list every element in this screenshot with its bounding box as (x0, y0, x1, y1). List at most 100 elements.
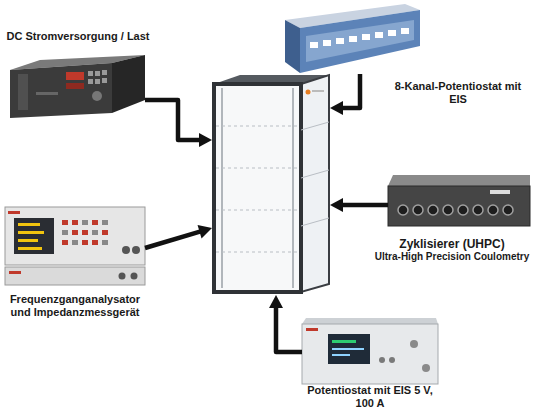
eight-channel-potentiostat-illustration-part (401, 28, 409, 34)
cycler-illustration-part (443, 205, 453, 215)
cycler-illustration-part (473, 205, 483, 215)
rack-cabinet (212, 73, 330, 295)
dc-supply-illustration-part (88, 71, 93, 76)
dc-supply-illustration-part (92, 91, 102, 101)
frequency-analyser-illustration-part (72, 240, 78, 245)
frequency-analyser-illustration-part (82, 230, 88, 235)
rack-cabinet-illustration-part (216, 168, 299, 169)
eight-channel-potentiostat-illustration-part (300, 10, 420, 73)
eight-channel-potentiostat-illustration-part (310, 42, 318, 48)
frequency-analyser-illustration-part (92, 240, 98, 245)
device-label: Zyklisierer (UHPC) (366, 237, 538, 251)
frequency-analyser-illustration (5, 207, 145, 285)
arrow-head (269, 295, 283, 308)
device-label: 8-Kanal-Potentiostat mit EIS (391, 80, 525, 106)
cycler-illustration-part (388, 175, 530, 186)
arrow-connector (145, 100, 212, 147)
device-label: Potentiostat mit EIS 5 V, 100 A (304, 384, 436, 410)
cycler-illustration (388, 175, 530, 226)
frequency-analyser-illustration-part (62, 220, 68, 225)
frequency-analyser-illustration-part (18, 231, 44, 234)
rack-cabinet-illustration-part (216, 86, 299, 290)
cycler-illustration-part (503, 205, 513, 215)
device-caption: Zyklisierer (UHPC)Ultra-High Precision C… (366, 237, 538, 263)
rack-cabinet-illustration-part (214, 290, 301, 294)
dc-supply-illustration-part (102, 70, 107, 75)
dc-supply-illustration-part (102, 78, 107, 83)
cycler-illustration-part (428, 205, 438, 215)
device-label: DC Stromversorgung / Last (2, 30, 154, 43)
dc-supply-illustration-part (95, 79, 100, 84)
eight-channel-potentiostat-illustration-part (362, 34, 370, 40)
arrow-shaft (340, 203, 388, 208)
eight-channel-potentiostat-illustration-part (336, 38, 344, 44)
rack-cabinet-illustration-part (301, 75, 329, 292)
arrow-head (330, 101, 343, 115)
eight-channel-potentiostat-illustration-part (285, 20, 300, 73)
arrow-connector (330, 74, 360, 115)
dc-supply-illustration-part (36, 92, 58, 95)
arrow-head (199, 133, 212, 147)
frequency-analyser-illustration-part (119, 273, 126, 280)
frequency-analyser-device: Frequenzganganalysator und Impedanzmessg… (5, 205, 145, 285)
dc-supply-illustration (10, 55, 145, 118)
frequency-analyser-illustration-part (8, 211, 20, 214)
frequency-analyser-illustration-part (122, 246, 130, 254)
frequency-analyser-illustration-part (5, 267, 145, 285)
frequency-analyser-illustration-part (62, 240, 68, 245)
arrow-head (198, 225, 212, 238)
potentiostat-illustration-part (379, 357, 385, 363)
device-caption: DC Stromversorgung / Last (2, 30, 154, 43)
frequency-analyser-illustration-part (72, 220, 78, 225)
eight-channel-potentiostat-illustration-part (323, 40, 331, 46)
device-caption: 8-Kanal-Potentiostat mit EIS (391, 80, 525, 106)
frequency-analyser-illustration-part (131, 273, 138, 280)
eight-channel-potentiostat-illustration-part (349, 36, 357, 42)
arrow-head (330, 198, 343, 212)
arrow-connector (330, 198, 388, 212)
potentiostat-illustration-part (302, 318, 438, 324)
arrow-shaft (145, 100, 202, 140)
rack-cabinet-illustration-part (214, 84, 301, 292)
frequency-analyser-illustration-part (92, 230, 98, 235)
frequency-analyser-illustration-part (62, 230, 68, 235)
potentiostat-illustration-part (328, 334, 370, 364)
dc-supply-device: DC Stromversorgung / Last (10, 55, 145, 117)
frequency-analyser-illustration-part (82, 220, 88, 225)
frequency-analyser-illustration-part (72, 230, 78, 235)
rack-cabinet-illustration-part (292, 88, 294, 288)
device-sublabel: Ultra-High Precision Coulometry (366, 251, 538, 263)
frequency-analyser-illustration-part (132, 246, 140, 254)
dc-supply-illustration-part (88, 79, 93, 84)
potentiostat-illustration-part (306, 328, 318, 331)
frequency-analyser-illustration-part (18, 247, 42, 250)
frequency-analyser-illustration-part (9, 271, 21, 274)
potentiostat-illustration-part (332, 348, 364, 350)
potentiostat-device: Potentiostat mit EIS 5 V, 100 A (302, 318, 438, 384)
arrow-connector (269, 295, 302, 352)
frequency-analyser-illustration-part (102, 220, 108, 225)
cycler-illustration-part (398, 205, 408, 215)
frequency-analyser-illustration-part (5, 207, 145, 265)
arrow-shaft (145, 231, 202, 248)
rack-cabinet-illustration-part (312, 90, 324, 92)
potentiostat-illustration-part (410, 340, 418, 348)
dc-supply-illustration-part (95, 71, 100, 76)
rack-cabinet-illustration (214, 75, 329, 294)
eight-channel-potentiostat-illustration (285, 4, 420, 73)
potentiostat-illustration-part (422, 364, 430, 372)
dc-supply-illustration-part (10, 63, 112, 118)
dc-supply-illustration-part (66, 72, 84, 80)
rack-cabinet-illustration-part (216, 252, 299, 253)
dc-supply-illustration-part (66, 83, 84, 89)
cycler-illustration-part (488, 205, 498, 215)
cycler-illustration-part (388, 186, 530, 226)
frequency-analyser-illustration-part (18, 239, 38, 242)
eight-channel-potentiostat-illustration-part (306, 20, 414, 62)
cycler-device: Zyklisierer (UHPC)Ultra-High Precision C… (388, 175, 530, 227)
frequency-analyser-illustration-part (102, 230, 108, 235)
rack-cabinet-illustration-part (301, 170, 329, 178)
